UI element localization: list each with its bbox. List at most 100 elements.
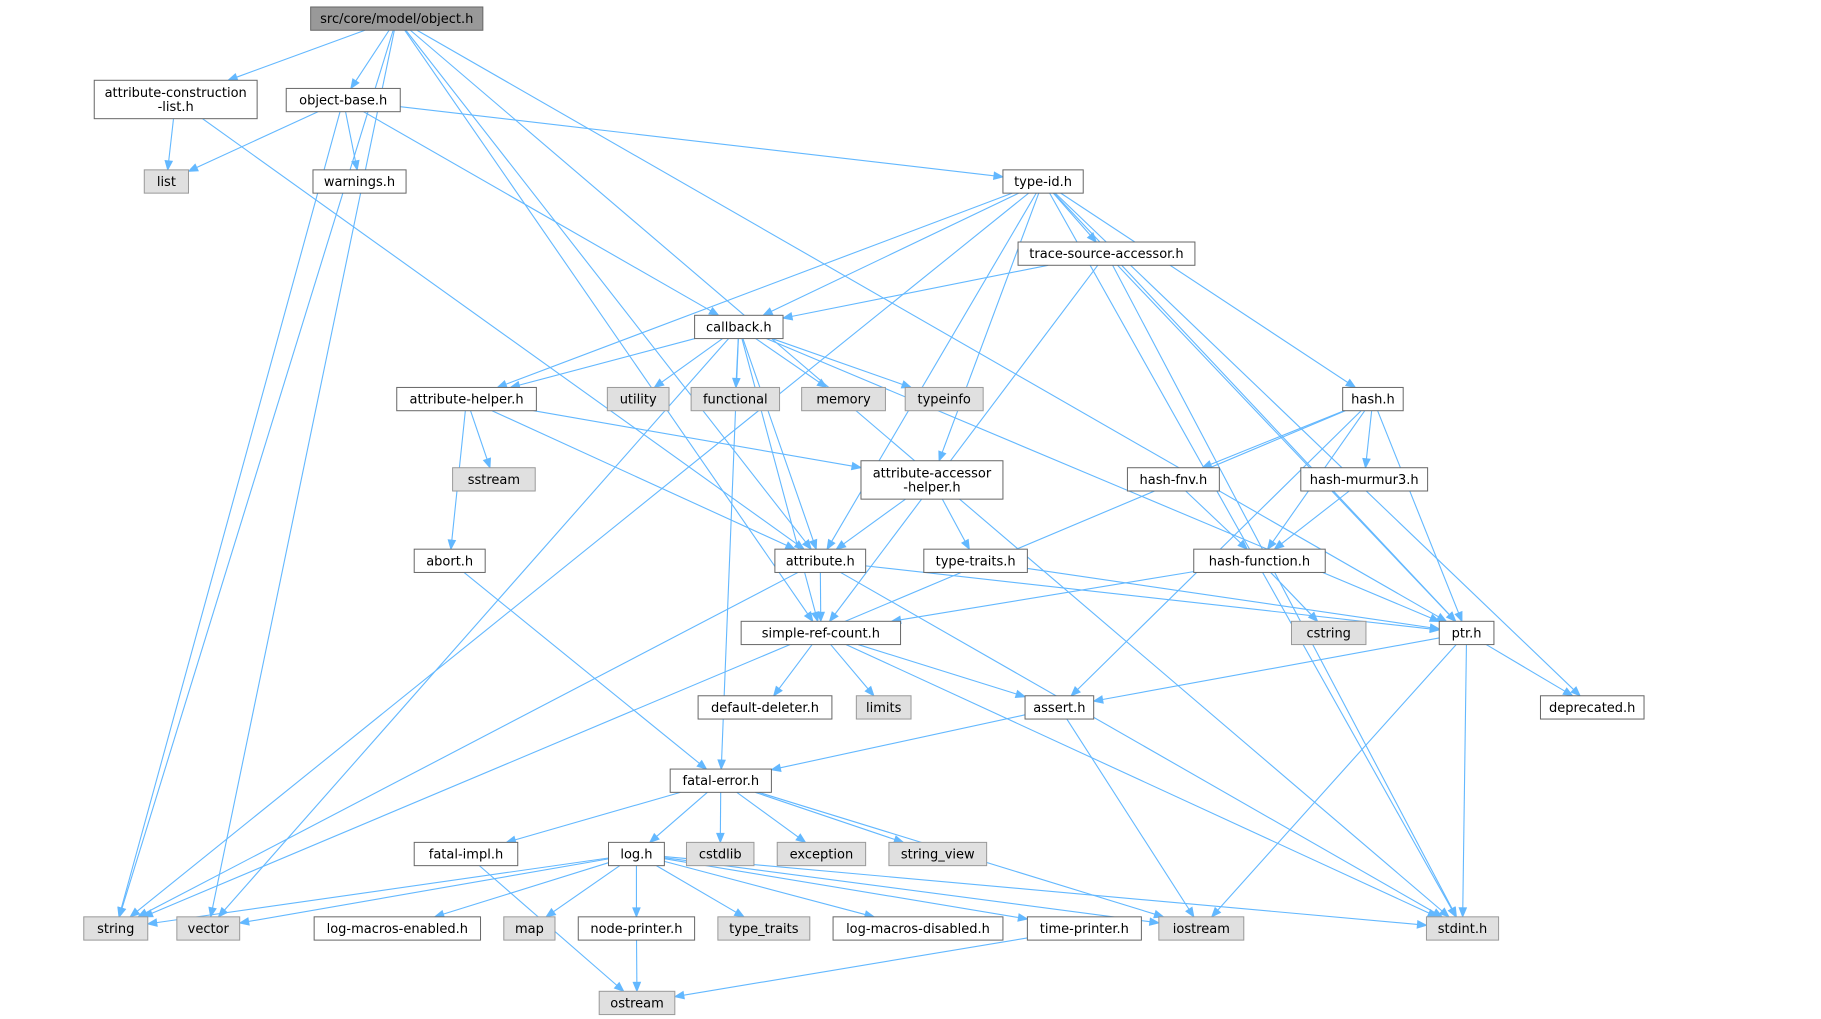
edge-log-to-log-macros-disabled: [664, 860, 876, 919]
edge-arrowhead: [1429, 623, 1441, 632]
node-simple-ref[interactable]: simple-ref-count.h: [740, 620, 902, 646]
edge-line: [145, 571, 799, 914]
node-stdint[interactable]: stdint.h: [1425, 916, 1500, 941]
node-log-macros-enabled[interactable]: log-macros-enabled.h: [313, 916, 482, 941]
node-cstdlib[interactable]: cstdlib: [685, 841, 755, 867]
node-box: [690, 386, 781, 412]
node-hash[interactable]: hash.h: [1342, 386, 1404, 412]
node-attr-helper[interactable]: attribute-helper.h: [396, 386, 537, 412]
node-type-traits-h[interactable]: type-traits.h: [923, 548, 1028, 573]
node-hash-fnv[interactable]: hash-fnv.h: [1126, 467, 1220, 492]
node-box: [1158, 916, 1245, 941]
node-log-macros-disabled[interactable]: log-macros-disabled.h: [832, 916, 1004, 941]
node-attribute[interactable]: attribute.h: [774, 548, 867, 573]
edge-line: [1102, 637, 1440, 701]
node-box: [832, 916, 1004, 941]
node-label: stdint.h: [1438, 922, 1487, 937]
edge-arrowhead: [850, 461, 863, 471]
node-fatal-impl[interactable]: fatal-impl.h: [413, 841, 519, 867]
edge-line: [211, 30, 395, 909]
node-string[interactable]: string: [83, 916, 149, 941]
edge-simple-ref-to-default-deleter: [772, 644, 813, 697]
node-iostream[interactable]: iostream: [1158, 916, 1245, 941]
node-node-printer[interactable]: node-printer.h: [577, 916, 696, 941]
node-type-traits[interactable]: type_traits: [717, 916, 811, 941]
edge-arrowhead: [808, 538, 818, 551]
node-box: [452, 467, 536, 492]
node-label: typeinfo: [917, 393, 970, 408]
node-warnings[interactable]: warnings.h: [312, 169, 407, 194]
edge-line: [1270, 572, 1312, 616]
node-default-deleter[interactable]: default-deleter.h: [697, 695, 833, 720]
node-memory[interactable]: memory: [801, 386, 886, 412]
node-label: deprecated.h: [1549, 701, 1635, 716]
edge-arrowhead: [136, 908, 149, 918]
node-label: time-printer.h: [1040, 922, 1129, 937]
edge-arrowhead: [770, 763, 782, 772]
node-log[interactable]: log.h: [608, 841, 665, 867]
edge-line: [514, 791, 681, 841]
node-hash-murmur[interactable]: hash-murmur3.h: [1300, 467, 1429, 492]
edge-arrowhead: [545, 907, 557, 918]
edge-line: [405, 29, 807, 543]
node-label: trace-source-accessor.h: [1029, 247, 1183, 262]
node-label: type_traits: [729, 922, 799, 937]
edge-arrowhead: [960, 538, 970, 551]
edge-ptr-to-assert: [1092, 637, 1440, 704]
edge-type-id-to-attr-helper: [496, 192, 1013, 389]
edge-arrowhead: [795, 833, 807, 844]
node-assert[interactable]: assert.h: [1024, 695, 1095, 720]
edge-line: [196, 111, 319, 169]
node-string-view[interactable]: string_view: [888, 841, 988, 867]
edge-arrowhead: [801, 539, 813, 551]
node-utility[interactable]: utility: [606, 386, 670, 412]
node-label: src/core/model/object.h: [320, 12, 473, 27]
node-object-base[interactable]: object-base.h: [285, 87, 401, 113]
node-functional[interactable]: functional: [690, 386, 781, 412]
edge-line: [463, 572, 700, 764]
node-box: [685, 841, 755, 867]
node-limits[interactable]: limits: [855, 695, 912, 720]
node-vector[interactable]: vector: [176, 916, 241, 941]
edge-callback-to-memory: [755, 338, 828, 389]
node-cstring[interactable]: cstring: [1290, 620, 1367, 646]
node-attr-construction[interactable]: attribute-construction-list.h: [93, 79, 258, 120]
edge-arrowhead: [1428, 613, 1441, 622]
node-abort[interactable]: abort.h: [413, 548, 486, 573]
node-fatal-error[interactable]: fatal-error.h: [669, 768, 772, 793]
edge-arrowhead: [826, 538, 836, 551]
node-box: [413, 841, 519, 867]
edge-line: [771, 192, 1019, 312]
edge-assert-to-fatal-error: [770, 714, 1026, 772]
node-exception[interactable]: exception: [776, 841, 867, 867]
edge-arrowhead: [1448, 906, 1458, 919]
node-object-h[interactable]: src/core/model/object.h: [310, 6, 484, 31]
node-trace-source[interactable]: trace-source-accessor.h: [1017, 241, 1196, 266]
node-map[interactable]: map: [503, 916, 556, 941]
edge-arrowhead: [632, 907, 641, 919]
node-ostream[interactable]: ostream: [598, 990, 676, 1016]
edge-trace-source-to-callback: [781, 264, 1049, 321]
edge-arrowhead: [613, 981, 625, 993]
node-sstream[interactable]: sstream: [452, 467, 536, 492]
node-typeinfo[interactable]: typeinfo: [904, 386, 984, 412]
edge-arrowhead: [1438, 907, 1450, 918]
node-list[interactable]: list: [143, 169, 189, 194]
edge-line: [202, 118, 798, 545]
edge-line: [941, 498, 966, 542]
node-time-printer[interactable]: time-printer.h: [1026, 916, 1142, 941]
node-hash-function[interactable]: hash-function.h: [1193, 548, 1326, 573]
node-ptr[interactable]: ptr.h: [1438, 620, 1495, 646]
node-type-id[interactable]: type-id.h: [1002, 169, 1084, 194]
node-deprecated[interactable]: deprecated.h: [1539, 695, 1645, 720]
edge-arrowhead: [864, 685, 875, 697]
edge-type-id-to-callback: [761, 192, 1019, 316]
edge-arrowhead: [1307, 611, 1319, 623]
node-callback[interactable]: callback.h: [694, 314, 784, 340]
node-attr-accessor[interactable]: attribute-accessor-helper.h: [860, 460, 1004, 500]
edge-callback-to-utility: [653, 338, 723, 389]
edge-object-base-to-string: [117, 111, 341, 919]
edge-arrowhead: [653, 378, 665, 389]
edge-line: [664, 860, 866, 916]
edge-line: [840, 571, 1435, 913]
